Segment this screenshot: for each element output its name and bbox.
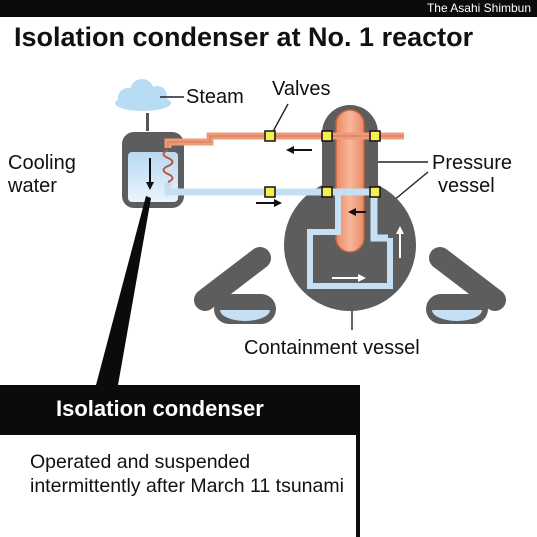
flow-arrows [146, 146, 366, 216]
label-steam: Steam [186, 86, 244, 108]
valve [321, 186, 333, 198]
credit-bar: The Asahi Shimbun [0, 0, 537, 17]
label-valves: Valves [272, 78, 331, 100]
condenser-coil [162, 149, 174, 183]
pressure-vessel-core [335, 109, 365, 253]
valve [369, 130, 381, 142]
credit-text: The Asahi Shimbun [426, 1, 531, 15]
info-heading: Isolation condenser [56, 396, 264, 421]
valve [369, 186, 381, 198]
label-vessel: vessel [438, 175, 495, 197]
valves [264, 130, 381, 198]
info-box: Operated and suspended intermittently af… [0, 435, 360, 537]
label-cooling: Cooling [8, 152, 76, 174]
label-water: water [8, 175, 57, 197]
info-heading-bar: Isolation condenser [0, 385, 360, 435]
label-pressure: Pressure [432, 152, 513, 174]
containment-flow-arrows [332, 226, 404, 282]
info-body-text: Operated and suspended intermittently af… [30, 451, 344, 497]
valve [321, 130, 333, 142]
valve [264, 186, 276, 198]
diagram-title: Isolation condenser at No. 1 reactor [14, 22, 474, 52]
callout-pointer [96, 196, 151, 385]
valve [264, 130, 276, 142]
steam-cloud [115, 79, 171, 131]
label-containment-vessel: Containment vessel [244, 337, 420, 359]
containment-loop [307, 192, 393, 289]
